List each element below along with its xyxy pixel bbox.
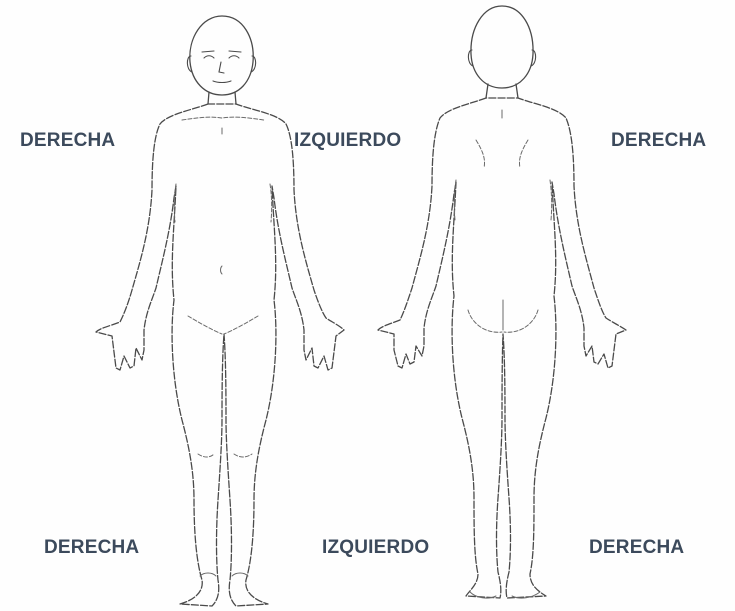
front-left-ankle — [200, 573, 216, 576]
front-collar-line — [182, 117, 264, 120]
label-derecha-bottom-left: DERECHA — [44, 537, 139, 559]
front-groin-left — [188, 316, 222, 334]
back-buttocks-right — [504, 310, 538, 332]
label-derecha-bottom-right: DERECHA — [589, 537, 684, 559]
front-left-brow — [202, 51, 214, 52]
back-body-figure — [378, 6, 626, 598]
front-right-armpit — [270, 184, 272, 222]
front-body-outline — [96, 104, 344, 606]
label-izquierdo-top-middle: IZQUIERDO — [294, 130, 401, 152]
back-neck-right — [516, 84, 518, 98]
back-right-armpit — [550, 180, 552, 220]
front-groin-right — [224, 316, 258, 334]
front-left-knee — [198, 454, 214, 457]
label-derecha-top-left: DERECHA — [20, 130, 115, 152]
back-body-outline — [378, 98, 626, 598]
front-neck-right — [235, 92, 236, 104]
front-navel — [221, 266, 223, 274]
front-nose — [219, 62, 224, 73]
label-izquierdo-bottom-middle: IZQUIERDO — [322, 537, 429, 559]
label-derecha-top-right: DERECHA — [611, 130, 706, 152]
front-mouth — [213, 81, 231, 83]
back-left-shoulder-blade — [476, 140, 485, 168]
front-neck-left — [208, 92, 209, 104]
front-body-figure — [96, 16, 344, 606]
front-right-knee — [234, 454, 252, 457]
back-buttocks-left — [468, 310, 502, 332]
front-right-ankle — [232, 573, 248, 576]
back-right-shoulder-blade — [519, 140, 528, 168]
back-neck-left — [486, 84, 488, 98]
front-right-eye — [229, 56, 239, 58]
front-right-brow — [229, 51, 241, 52]
back-head-outline — [471, 6, 533, 88]
front-left-eye — [204, 56, 214, 58]
front-head-outline — [190, 16, 253, 95]
